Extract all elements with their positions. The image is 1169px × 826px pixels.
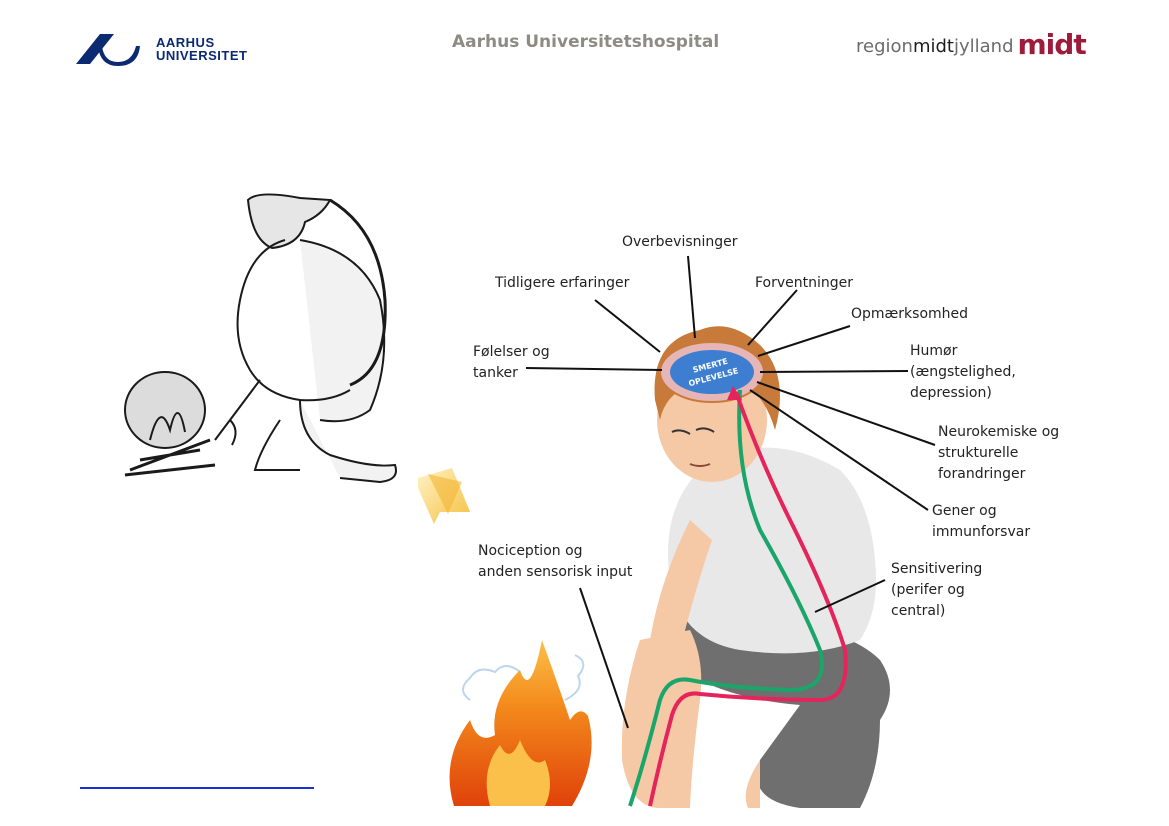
label-gener-og-immunforsvar: Gener og immunforsvar bbox=[932, 501, 1030, 543]
aarhus-universitet-logo[interactable]: AARHUS UNIVERSITET bbox=[74, 28, 254, 68]
label-humor: Humør (ængstelighed, depression) bbox=[910, 341, 1016, 404]
region-logo-part3: jylland bbox=[953, 36, 1014, 57]
header: AARHUS UNIVERSITET Aarhus Universitetsho… bbox=[0, 0, 1169, 80]
boy-figure-illustration: SMERTE OPLEVELSE bbox=[621, 326, 890, 808]
descartes-woodcut-illustration bbox=[124, 193, 397, 484]
label-neurokemiske-line2: strukturelle bbox=[938, 445, 1019, 461]
region-logo-part2: midt bbox=[912, 36, 954, 57]
leader-lines bbox=[525, 255, 936, 729]
au-logo-line1: AARHUS bbox=[156, 35, 215, 50]
label-sensitivering: Sensitivering (perifer og central) bbox=[891, 559, 982, 622]
descending-pathway bbox=[628, 389, 824, 807]
label-gener-line1: Gener og bbox=[932, 503, 997, 519]
au-emblem-icon bbox=[76, 34, 140, 66]
hospital-title: Aarhus Universitetshospital bbox=[452, 32, 720, 52]
label-neurokemiske-line1: Neurokemiske og bbox=[938, 424, 1060, 440]
label-neurokemiske: Neurokemiske og strukturelle forandringe… bbox=[938, 422, 1059, 485]
au-logo-line2: UNIVERSITET bbox=[156, 48, 248, 63]
label-humor-line3: depression) bbox=[910, 385, 992, 401]
label-forventninger: Forventninger bbox=[755, 275, 854, 291]
flame-illustration bbox=[449, 640, 592, 806]
label-humor-line1: Humør bbox=[910, 343, 958, 359]
label-neurokemiske-line3: forandringer bbox=[938, 466, 1026, 482]
label-folelser-og-tanker: Følelser og tanker bbox=[473, 342, 550, 384]
label-opmaerksomhed: Opmærksomhed bbox=[851, 306, 969, 322]
region-logo-part1: region bbox=[856, 36, 913, 57]
ascending-arrowhead-icon bbox=[727, 386, 742, 400]
ascending-pathway bbox=[648, 391, 848, 807]
region-logo-mark: midt bbox=[1017, 28, 1087, 61]
label-folelser-line1: Følelser og bbox=[473, 344, 550, 360]
label-nociception-line2: anden sensorisk input bbox=[478, 564, 633, 580]
label-nociception-line1: Nociception og bbox=[478, 543, 583, 559]
label-folelser-line2: tanker bbox=[473, 365, 518, 381]
label-sensitivering-line2: (perifer og bbox=[891, 582, 965, 598]
label-humor-line2: (ængstelighed, bbox=[910, 364, 1016, 380]
label-gener-line2: immunforsvar bbox=[932, 524, 1031, 540]
label-overbevisninger: Overbevisninger bbox=[622, 234, 738, 250]
label-nociception: Nociception og anden sensorisk input bbox=[478, 541, 632, 583]
label-sensitivering-line1: Sensitivering bbox=[891, 561, 983, 577]
au-logo-text: AARHUS UNIVERSITET bbox=[156, 36, 247, 62]
label-sensitivering-line3: central) bbox=[891, 603, 946, 619]
footer-link-underline[interactable] bbox=[80, 787, 314, 789]
label-tidligere-erfaringer: Tidligere erfaringer bbox=[495, 275, 630, 291]
